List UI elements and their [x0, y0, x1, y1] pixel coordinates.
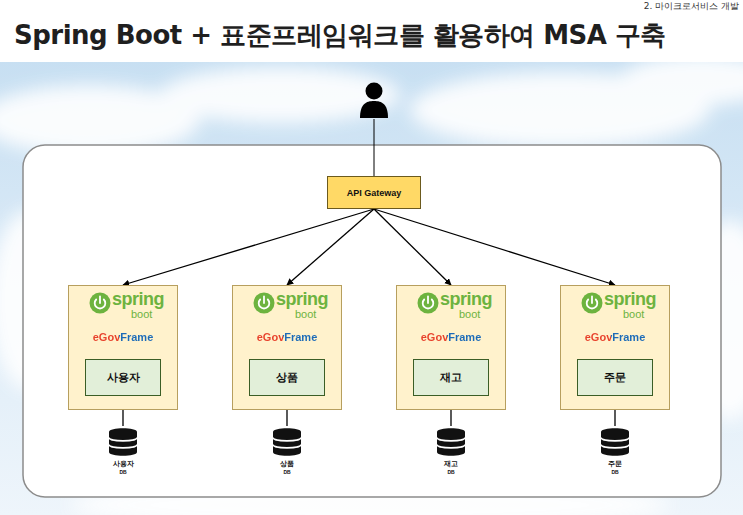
domain-box: 상품	[249, 359, 325, 396]
framework-label: eGovFrame	[397, 331, 505, 343]
database-tag: DB	[431, 469, 471, 475]
service-box: springboot eGovFrame 상품	[232, 285, 342, 410]
logo-subtext: boot	[623, 308, 644, 320]
database-icon	[267, 426, 307, 458]
spring-logo-icon	[89, 292, 111, 314]
system-boundary	[23, 145, 721, 497]
spring-logo-icon	[581, 292, 603, 314]
domain-label: 재고	[440, 370, 462, 385]
database-name: 사용자	[103, 459, 143, 469]
section-label: 2. 마이크로서비스 개발	[644, 0, 739, 13]
logo-subtext: boot	[131, 308, 152, 320]
logo-text: spring	[604, 289, 656, 310]
framework-label: eGovFrame	[233, 331, 341, 343]
connector-line	[614, 410, 615, 426]
connector-arrow	[287, 209, 374, 285]
connector-line	[122, 410, 123, 426]
domain-box: 사용자	[85, 359, 161, 396]
framework-label: eGovFrame	[561, 331, 669, 343]
logo-subtext: boot	[459, 308, 480, 320]
connector-arrow	[123, 209, 374, 285]
database-icon	[595, 426, 635, 458]
domain-box: 주문	[577, 359, 653, 396]
database-icon	[431, 426, 471, 458]
spring-logo-icon	[417, 292, 439, 314]
user-icon	[360, 83, 388, 119]
gateway-label: API Gateway	[347, 188, 402, 198]
service-box: springboot eGovFrame 주문	[560, 285, 670, 410]
logo-subtext: boot	[295, 308, 316, 320]
framework-label: eGovFrame	[69, 331, 177, 343]
database-tag: DB	[103, 469, 143, 475]
logo-text: spring	[112, 289, 164, 310]
connector-line	[450, 410, 451, 426]
database-node: 재고DB	[431, 426, 471, 480]
logo-text: spring	[440, 289, 492, 310]
connector-arrow	[374, 209, 615, 285]
service-box: springboot eGovFrame 사용자	[68, 285, 178, 410]
database-name: 상품	[267, 459, 307, 469]
connector-line	[286, 410, 287, 426]
domain-label: 사용자	[107, 370, 140, 385]
database-node: 상품DB	[267, 426, 307, 480]
database-name: 주문	[595, 459, 635, 469]
logo-text: spring	[276, 289, 328, 310]
framework-name: eGovFrame	[421, 331, 482, 343]
framework-name: eGovFrame	[585, 331, 646, 343]
database-icon	[103, 426, 143, 458]
database-tag: DB	[595, 469, 635, 475]
page-title: Spring Boot + 표준프레임워크를 활용하여 MSA 구축	[14, 18, 666, 53]
connector-arrow	[374, 209, 451, 285]
framework-name: eGovFrame	[257, 331, 318, 343]
user-line	[374, 119, 375, 176]
gateway-box: API Gateway	[327, 176, 421, 209]
domain-box: 재고	[413, 359, 489, 396]
database-node: 주문DB	[595, 426, 635, 480]
framework-name: eGovFrame	[93, 331, 154, 343]
spring-logo-icon	[253, 292, 275, 314]
database-node: 사용자DB	[103, 426, 143, 480]
domain-label: 주문	[604, 370, 626, 385]
database-tag: DB	[267, 469, 307, 475]
service-box: springboot eGovFrame 재고	[396, 285, 506, 410]
domain-label: 상품	[276, 370, 298, 385]
database-name: 재고	[431, 459, 471, 469]
